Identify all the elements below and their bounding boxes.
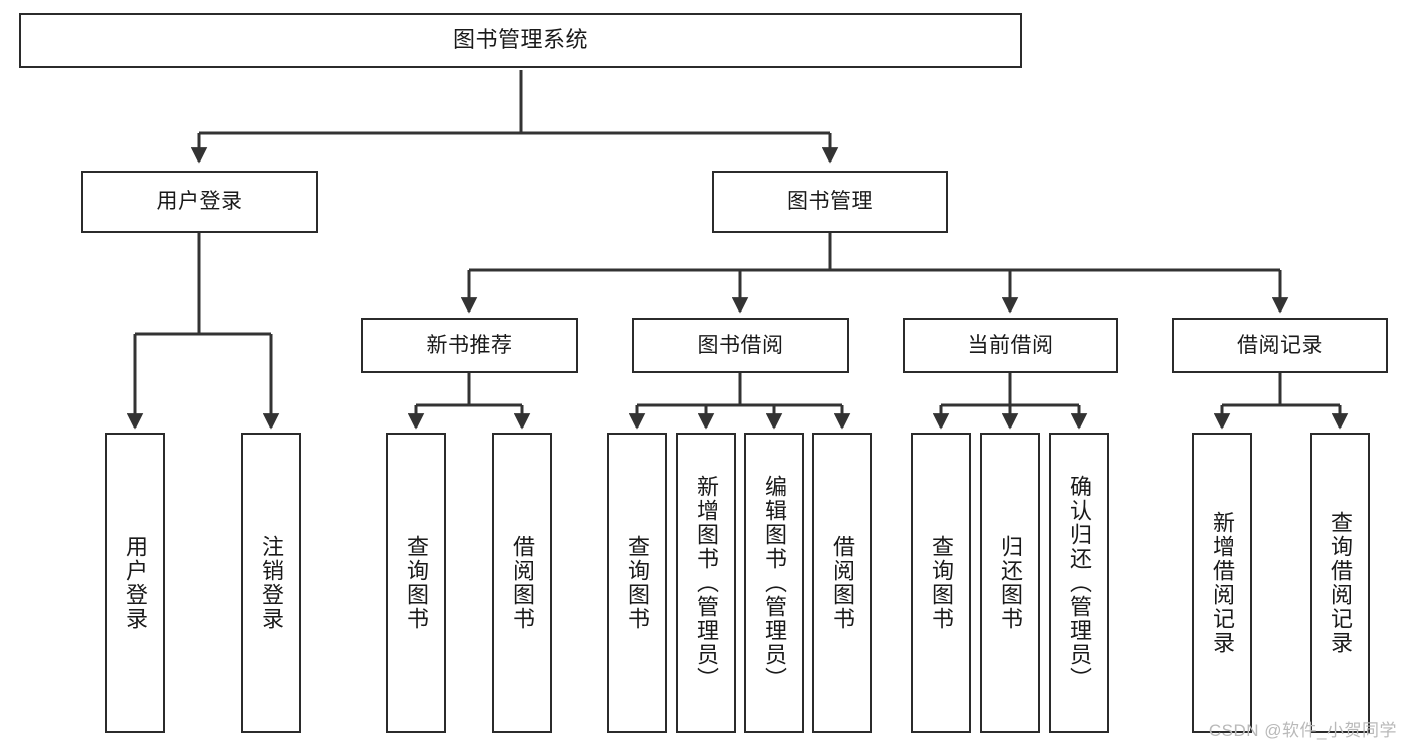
node-book-borrow-label: 图书借阅: [697, 333, 784, 357]
node-leaf-confirm-return-label: 确认归还（管理员）: [1066, 475, 1092, 691]
node-leaf-user-login-label: 用户登录: [122, 535, 148, 631]
node-leaf-query-book-3-label: 查询图书: [928, 535, 954, 631]
csdn-watermark: CSDN @软件_小贺同学: [1208, 721, 1397, 740]
node-leaf-query-record-label: 查询借阅记录: [1327, 511, 1353, 655]
node-leaf-query-book-2[interactable]: 查询图书: [607, 433, 667, 733]
node-leaf-add-record[interactable]: 新增借阅记录: [1192, 433, 1252, 733]
node-leaf-add-book-label: 新增图书（管理员）: [693, 475, 719, 691]
node-leaf-return-book[interactable]: 归还图书: [980, 433, 1040, 733]
node-borrow-record[interactable]: 借阅记录: [1172, 318, 1388, 373]
node-leaf-borrow-book-1-label: 借阅图书: [509, 535, 535, 631]
node-current-borrow[interactable]: 当前借阅: [903, 318, 1118, 373]
node-leaf-confirm-return[interactable]: 确认归还（管理员）: [1049, 433, 1109, 733]
node-book-management-label: 图书管理: [787, 190, 873, 214]
node-leaf-borrow-book-2-label: 借阅图书: [829, 535, 855, 631]
node-leaf-query-book-2-label: 查询图书: [624, 535, 650, 631]
node-leaf-borrow-book-1[interactable]: 借阅图书: [492, 433, 552, 733]
node-leaf-return-book-label: 归还图书: [997, 535, 1023, 631]
node-leaf-edit-book[interactable]: 编辑图书（管理员）: [744, 433, 804, 733]
node-leaf-edit-book-label: 编辑图书（管理员）: [761, 475, 787, 691]
node-leaf-logout-login-label: 注销登录: [258, 535, 284, 631]
node-borrow-record-label: 借阅记录: [1237, 333, 1323, 357]
node-leaf-query-record[interactable]: 查询借阅记录: [1310, 433, 1370, 733]
node-leaf-borrow-book-2[interactable]: 借阅图书: [812, 433, 872, 733]
node-root-system-label: 图书管理系统: [452, 27, 588, 53]
node-leaf-query-book-1-label: 查询图书: [403, 535, 429, 631]
node-book-management[interactable]: 图书管理: [712, 171, 948, 233]
node-root-system[interactable]: 图书管理系统: [19, 13, 1022, 68]
node-user-login[interactable]: 用户登录: [81, 171, 318, 233]
node-leaf-add-book[interactable]: 新增图书（管理员）: [676, 433, 736, 733]
node-book-borrow[interactable]: 图书借阅: [632, 318, 849, 373]
node-leaf-query-book-1[interactable]: 查询图书: [386, 433, 446, 733]
node-current-borrow-label: 当前借阅: [967, 333, 1054, 357]
node-leaf-add-record-label: 新增借阅记录: [1209, 511, 1235, 655]
node-user-login-label: 用户登录: [156, 190, 243, 214]
node-leaf-query-book-3[interactable]: 查询图书: [911, 433, 971, 733]
node-new-book-recommend-label: 新书推荐: [426, 333, 513, 357]
node-leaf-logout-login[interactable]: 注销登录: [241, 433, 301, 733]
node-leaf-user-login[interactable]: 用户登录: [105, 433, 165, 733]
node-new-book-recommend[interactable]: 新书推荐: [361, 318, 578, 373]
